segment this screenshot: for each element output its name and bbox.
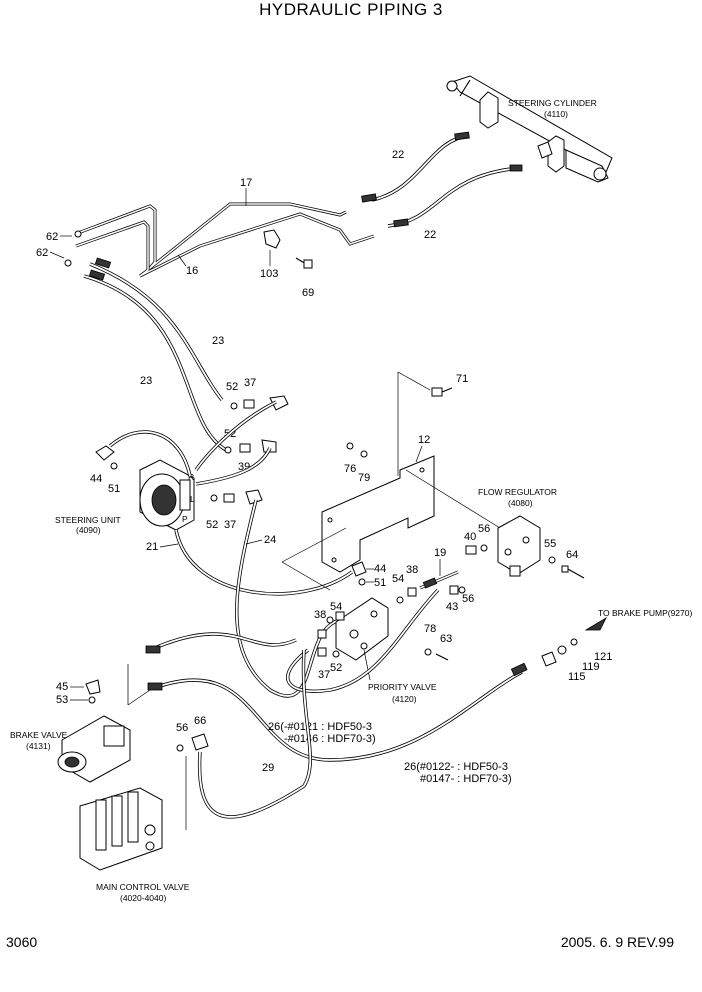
elbow-44	[95, 445, 115, 461]
callout-69: 69	[302, 287, 314, 299]
steering-unit	[139, 459, 195, 531]
priority-valve-label: PRIORITY VALVE	[368, 682, 437, 692]
callout-45: 45	[56, 681, 68, 693]
main-control-valve-label: MAIN CONTROL VALVE	[96, 882, 190, 892]
steering-unit-label: STEERING UNIT	[55, 515, 121, 525]
callout-62: 62	[46, 231, 58, 243]
callout-21: 21	[146, 541, 158, 553]
clamp-103	[263, 229, 281, 249]
callout-17: 17	[240, 177, 252, 189]
flow-regulator-label: FLOW REGULATOR	[478, 487, 557, 497]
port-l: L	[190, 494, 195, 504]
callout-51: 51	[374, 577, 386, 589]
callout-121: 121	[594, 651, 612, 663]
priority-valve	[335, 597, 389, 661]
callout-22: 22	[424, 229, 436, 241]
hose-22-upper	[361, 131, 470, 203]
callout-52: 52	[226, 381, 238, 393]
bracket-12	[321, 455, 435, 573]
callout-51: 51	[108, 483, 120, 495]
callout-37: 37	[318, 669, 330, 681]
brake-valve-code: (4131)	[26, 741, 51, 751]
callout-63: 63	[440, 633, 452, 645]
callout-37: 37	[244, 377, 256, 389]
note-26-fourth: #0147- : HDF70-3)	[420, 773, 512, 785]
callout-103: 103	[260, 268, 278, 280]
steering-cylinder-code: (4110)	[544, 109, 568, 119]
callout-23: 23	[212, 335, 224, 347]
flow-regulator-code: (4080)	[508, 498, 533, 508]
fitting-37	[243, 395, 289, 411]
note-26-third: 26(#0122- : HDF50-3	[404, 761, 508, 773]
callout-19: 19	[434, 547, 446, 559]
main-control-valve	[79, 787, 163, 871]
callout-38: 38	[314, 609, 326, 621]
pipe-19	[419, 570, 459, 590]
hose-23-a	[89, 257, 224, 402]
pipe-17	[77, 202, 347, 270]
callout-79: 79	[358, 472, 370, 484]
callout-78: 78	[424, 623, 436, 635]
fitting-44-pv	[351, 561, 367, 577]
callout-43: 43	[446, 601, 458, 613]
hose-23-b	[83, 269, 227, 452]
steering-cylinder	[446, 75, 613, 183]
port-r: R	[188, 472, 194, 482]
priority-valve-code: (4120)	[392, 694, 417, 704]
bolt-69	[295, 257, 313, 269]
callout-71: 71	[456, 373, 468, 385]
callout-115: 115	[568, 671, 586, 683]
revision-date: 2005. 6. 9 REV.99	[560, 934, 674, 950]
pipe-16	[75, 212, 375, 278]
callout-12: 12	[418, 434, 430, 446]
callout-44: 44	[90, 473, 102, 485]
callout-38: 38	[406, 564, 418, 576]
callout-53: 53	[56, 694, 68, 706]
brake-valve-label: BRAKE VALVE	[10, 730, 68, 740]
bolt-71	[431, 387, 453, 397]
callout-52: 52	[206, 519, 218, 531]
callout-37: 37	[224, 519, 236, 531]
fitting-115	[541, 651, 557, 667]
callout-56: 56	[462, 593, 474, 605]
callout-40: 40	[464, 531, 476, 543]
steering-cylinder-label: STEERING CYLINDER	[508, 98, 597, 108]
callout-55: 55	[544, 538, 556, 550]
callout-119: 119	[582, 661, 600, 673]
callout-44: 44	[374, 563, 386, 575]
brake-valve	[57, 715, 131, 783]
page-title: HYDRAULIC PIPING 3	[259, 0, 443, 19]
hose-22-lower	[387, 164, 523, 228]
callout-22: 22	[392, 149, 404, 161]
callout-52: 52	[330, 662, 342, 674]
callout-56: 56	[478, 523, 490, 535]
callout-54: 54	[392, 573, 404, 585]
page-number: 3060	[6, 934, 38, 950]
note-26-first: 26(-#0121 : HDF50-3	[268, 721, 372, 733]
callout-16: 16	[186, 265, 198, 277]
steering-unit-code: (4090)	[76, 525, 101, 535]
brake-pump-label: TO BRAKE PUMP(9270)	[598, 608, 692, 618]
callout-62: 62	[36, 247, 48, 259]
callout-54: 54	[330, 601, 342, 613]
callout-56: 56	[176, 722, 188, 734]
note-26-second: -#0146 : HDF70-3)	[284, 733, 376, 745]
callout-66: 66	[194, 715, 206, 727]
callout-29: 29	[262, 762, 274, 774]
callout-64: 64	[566, 549, 578, 561]
main-control-valve-code: (4020-4040)	[120, 893, 166, 903]
port-p: P	[182, 514, 188, 524]
callout-76: 76	[344, 463, 356, 475]
callout-23: 23	[140, 375, 152, 387]
callout-24: 24	[264, 534, 276, 546]
flow-regulator	[497, 515, 541, 577]
fitting-39	[239, 439, 277, 453]
